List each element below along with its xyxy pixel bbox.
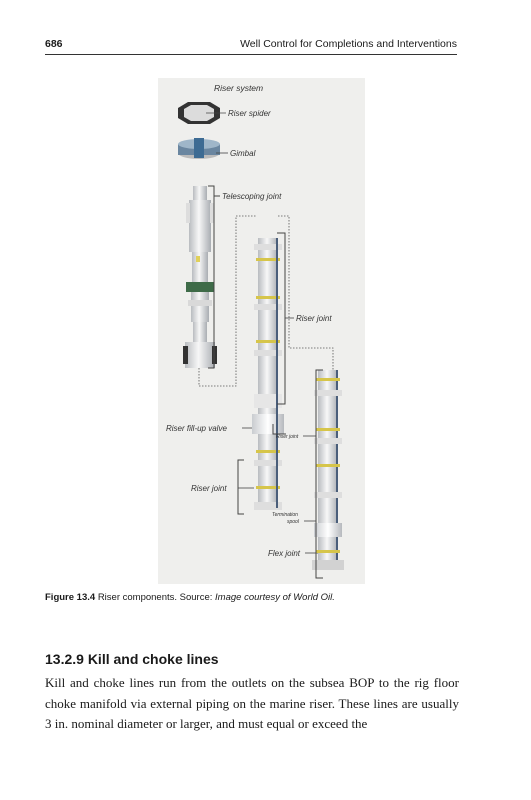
label-termination-spool-1: Termination <box>272 512 298 518</box>
right-column-bracket <box>315 369 323 579</box>
label-riser-joint-small: Riser joint <box>276 434 299 440</box>
label-riser-fill-up-valve: Riser fill-up valve <box>166 424 227 433</box>
connector-dotted <box>198 215 334 387</box>
label-termination-spool-2: spool <box>287 519 300 525</box>
label-riser-joint-top: Riser joint <box>296 314 332 323</box>
riser-joint-bracket <box>237 232 286 515</box>
telescoping-joint-graphic <box>183 186 217 368</box>
right-riser-column-graphic <box>312 370 344 570</box>
caption-text: Riser components. Source: <box>97 592 216 603</box>
figure-caption: Figure 13.4 Riser components. Source: Im… <box>45 592 465 603</box>
label-riser-spider: Riser spider <box>228 109 271 118</box>
running-header: 686 Well Control for Completions and Int… <box>45 38 457 54</box>
label-telescoping-joint: Telescoping joint <box>222 192 282 201</box>
label-flex-joint: Flex joint <box>268 549 301 558</box>
label-riser-joint-left: Riser joint <box>191 484 227 493</box>
riser-illustration: Riser system Riser spider Gimbal Telesco… <box>166 83 344 579</box>
gimbal-graphic <box>178 138 220 159</box>
riser-joint-column-graphic <box>252 238 284 510</box>
riser-spider-graphic <box>178 102 220 124</box>
caption-source: Image courtesy of World Oil. <box>215 592 335 603</box>
page-number: 686 <box>45 38 63 50</box>
telescoping-bracket <box>208 185 220 369</box>
label-riser-system: Riser system <box>214 83 263 93</box>
running-title: Well Control for Completions and Interve… <box>240 38 457 50</box>
section-heading: 13.2.9 Kill and choke lines <box>45 651 219 667</box>
riser-figure: Riser system Riser spider Gimbal Telesco… <box>158 78 365 584</box>
label-gimbal: Gimbal <box>230 149 256 158</box>
header-rule <box>45 54 457 55</box>
caption-figure-label: Figure 13.4 <box>45 592 96 603</box>
body-paragraph: Kill and choke lines run from the outlet… <box>45 675 459 732</box>
